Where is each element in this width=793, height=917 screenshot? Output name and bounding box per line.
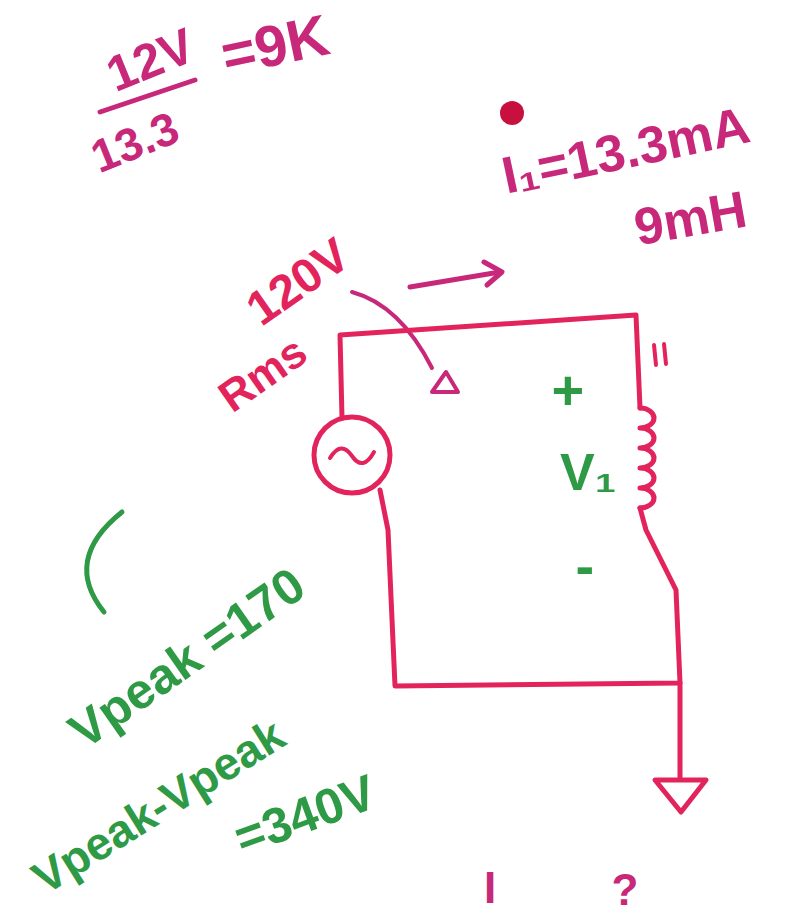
inductor-mark (654, 344, 666, 365)
wire (340, 315, 640, 418)
wire (380, 490, 680, 686)
inductor-symbol (640, 408, 654, 508)
ac-source-symbol (314, 417, 390, 493)
source-voltage: 120V (238, 230, 357, 334)
inductance-value: 9mH (630, 183, 750, 254)
current-value: I₁=13.3mA (497, 98, 754, 201)
node-marker (432, 372, 458, 392)
peak-to-peak-note: Vpeak-Vpeak (25, 711, 292, 902)
polarity-plus: + (552, 362, 585, 418)
wire (678, 683, 683, 778)
rms-note: Rms (211, 329, 314, 420)
ink-dot (500, 101, 524, 125)
fraction-denominator: 13.3 (85, 104, 185, 180)
voltage-name: V₁ (560, 446, 616, 498)
current-arrowhead (484, 262, 502, 285)
fraction-numerator: 12V (99, 20, 200, 100)
result-value: =9K (216, 5, 334, 84)
polarity-minus: - (576, 538, 595, 594)
ac-wave-symbol (330, 448, 374, 463)
question-mark: ? (612, 868, 639, 912)
current-note: I (484, 866, 496, 910)
peak-to-peak-value: =340V (228, 767, 382, 864)
bracket (87, 512, 122, 612)
ground-symbol (655, 780, 706, 812)
